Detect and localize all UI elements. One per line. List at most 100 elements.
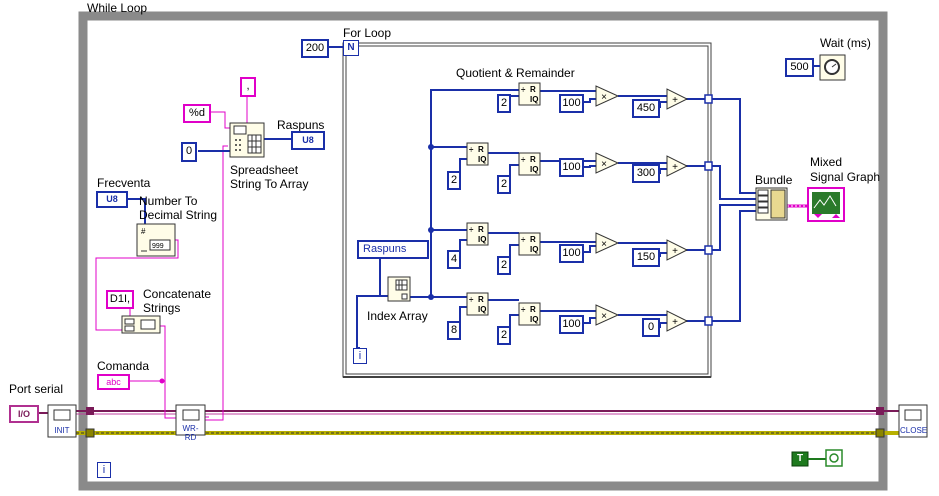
svg-text:IQ: IQ	[478, 305, 486, 314]
row2-divisor1[interactable]: 2	[497, 256, 511, 275]
multiply-node	[595, 232, 620, 254]
port-serial-label: Port serial	[9, 382, 64, 396]
loop-condition	[825, 449, 843, 467]
visa-nodes	[47, 404, 928, 438]
error-tunnel-left	[85, 428, 95, 438]
prefix-string-constant[interactable]: D1I,	[106, 290, 134, 309]
svg-text:R: R	[530, 155, 536, 164]
row0-add[interactable]: 450	[632, 99, 660, 118]
svg-text:÷: ÷	[469, 225, 474, 234]
row3-divisor0[interactable]: 8	[447, 321, 461, 340]
row0-divisor1[interactable]: 2	[497, 94, 511, 113]
multiply-node	[595, 85, 620, 107]
while-loop-label: While Loop	[87, 1, 148, 15]
raspuns-indicator[interactable]: U8	[291, 131, 325, 150]
svg-text:÷: ÷	[469, 295, 474, 304]
svg-text:R: R	[530, 305, 536, 314]
comanda-control[interactable]: abc	[97, 374, 130, 390]
svg-text:×: ×	[601, 239, 607, 250]
visa-tunnel-right	[876, 407, 884, 415]
svg-text:+: +	[672, 246, 678, 257]
for-count-constant[interactable]: 200	[301, 39, 329, 58]
integer-wires	[127, 46, 756, 349]
frecventa-label: Frecventa	[97, 176, 151, 190]
error-tunnel-right	[875, 428, 885, 438]
row2-divisor0[interactable]: 4	[447, 250, 461, 269]
svg-text:IQ: IQ	[530, 245, 538, 254]
row1-divisor0[interactable]: 2	[447, 171, 461, 190]
row0-mult[interactable]: 100	[559, 94, 584, 113]
svg-text:×: ×	[601, 159, 607, 170]
while-loop-frame	[78, 11, 888, 491]
graph-label-1: Mixed	[810, 155, 843, 169]
raspuns-local-variable[interactable]: Raspuns	[357, 240, 429, 259]
visa-tunnel-left	[86, 407, 94, 415]
svg-text:÷: ÷	[521, 305, 526, 314]
bundle-label: Bundle	[755, 173, 793, 187]
row1-add[interactable]: 300	[632, 164, 660, 183]
add-node	[666, 310, 689, 332]
format-string-constant[interactable]: %d	[183, 104, 211, 123]
comanda-label: Comanda	[97, 359, 150, 373]
svg-text:R: R	[478, 295, 484, 304]
index-array-label: Index Array	[367, 309, 428, 323]
multiply-node	[595, 152, 620, 174]
number-to-decimal-label-2: Decimal String	[139, 208, 218, 222]
add-node	[666, 155, 689, 177]
wait-constant[interactable]: 500	[785, 58, 814, 77]
while-iteration-terminal: i	[97, 462, 111, 478]
add-node	[666, 239, 689, 261]
row3-divisor1[interactable]: 2	[497, 326, 511, 345]
row3-add[interactable]: 0	[642, 318, 660, 337]
multiply-node	[595, 304, 620, 326]
quotient-remainder-label: Quotient & Remainder	[456, 66, 575, 80]
svg-text:×: ×	[601, 311, 607, 322]
svg-text:+: +	[672, 95, 678, 106]
quotient-remainder-nodes	[466, 82, 541, 326]
visa-wrrd-label: WR-RD	[182, 424, 199, 442]
svg-text:#: #	[141, 227, 146, 236]
delimiter-constant[interactable]: ,	[240, 77, 256, 97]
row1-divisor1[interactable]: 2	[497, 175, 511, 194]
row3-mult[interactable]: 100	[559, 315, 584, 334]
svg-text:×: ×	[601, 92, 607, 103]
svg-text:÷: ÷	[521, 235, 526, 244]
for-loop-label: For Loop	[343, 26, 392, 40]
for-iteration-terminal: i	[353, 348, 367, 364]
wait-label: Wait (ms)	[820, 36, 871, 50]
svg-text:999: 999	[152, 243, 164, 250]
frecventa-control[interactable]: U8	[96, 191, 128, 208]
svg-text:+: +	[672, 162, 678, 173]
row2-add[interactable]: 150	[632, 248, 660, 267]
port-serial-control[interactable]: I/O	[9, 405, 39, 423]
svg-text:IQ: IQ	[530, 165, 538, 174]
svg-text:÷: ÷	[469, 145, 474, 154]
true-constant-label: T	[796, 453, 804, 464]
row1-mult[interactable]: 100	[559, 158, 584, 177]
row2-mult[interactable]: 100	[559, 244, 584, 263]
array-type-constant[interactable]: 0	[181, 142, 197, 162]
svg-text:÷: ÷	[521, 155, 526, 164]
concatenate-label-1: Concatenate	[143, 287, 212, 301]
spreadsheet-label-2: String To Array	[230, 177, 309, 191]
svg-text:IQ: IQ	[478, 155, 486, 164]
spreadsheet-label-1: Spreadsheet	[230, 163, 299, 177]
svg-text:÷: ÷	[521, 85, 526, 94]
concatenate-label-2: Strings	[143, 301, 181, 315]
add-node	[666, 88, 689, 110]
svg-text:R: R	[478, 145, 484, 154]
raspuns-label: Raspuns	[277, 118, 325, 132]
number-to-decimal-label-1: Number To	[139, 194, 198, 208]
svg-text:R: R	[478, 225, 484, 234]
svg-text:R: R	[530, 85, 536, 94]
graph-label-2: Signal Graph	[810, 170, 881, 184]
svg-text:IQ: IQ	[478, 235, 486, 244]
for-count-terminal: N	[343, 40, 359, 56]
visa-close-label: CLOSE	[900, 426, 928, 435]
svg-text:+: +	[672, 317, 678, 328]
svg-text:IQ: IQ	[530, 95, 538, 104]
svg-text:R: R	[530, 235, 536, 244]
svg-text:IQ: IQ	[530, 315, 538, 324]
visa-init-label: INIT	[54, 426, 70, 435]
